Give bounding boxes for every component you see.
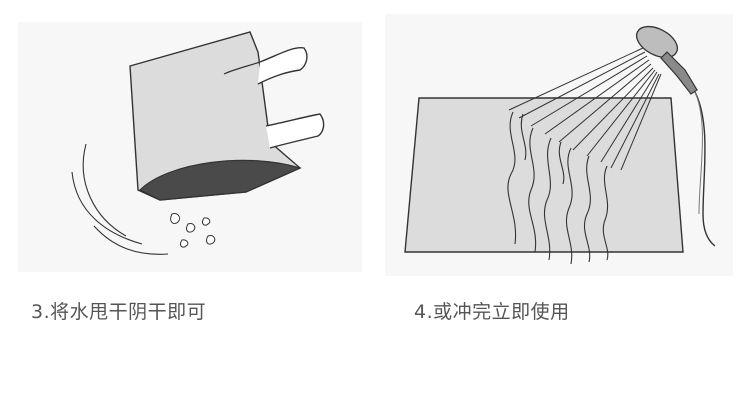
water-drop [206,235,216,245]
motion-line [93,225,169,255]
bag-opening-shadow [138,159,302,201]
motion-line [82,143,127,237]
bag-handle-top [257,47,308,85]
shower-head-icon [635,25,716,247]
water-drop [170,213,181,225]
bag-handle-bottom [265,113,325,149]
rinse-drawing [404,25,716,265]
water-drop [186,223,196,233]
illustration-rinse-use [385,14,733,276]
step-4-caption: 4.或冲完立即使用 [414,301,570,323]
cloth-sheet [404,97,684,253]
motion-line [71,171,143,245]
shake-dry-drawing [71,31,325,255]
water-drop [180,239,189,248]
water-spray [508,47,662,171]
shower-hose [694,91,716,247]
water-drop [202,217,211,226]
illustration-shake-dry [18,22,362,272]
step-3-caption: 3.将水甩干阴干即可 [31,301,207,323]
water-streams [507,111,609,265]
